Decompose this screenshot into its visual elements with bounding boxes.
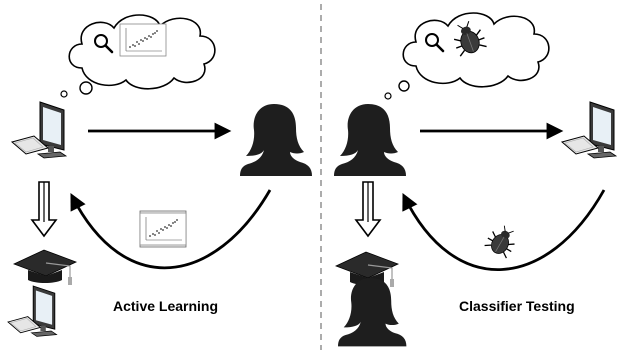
thought-bubble-tiny [60,90,68,98]
graduation-cap-icon [13,249,77,286]
return-arrow-icon [402,189,606,271]
down-arrow-icon [355,181,381,237]
computer-icon [7,285,58,337]
person-silhouette-icon [338,278,407,347]
caption-active-learning: Active Learning [113,298,219,314]
computer-icon [561,101,617,159]
thought-bubble-tiny [384,92,392,100]
down-arrow-icon [31,181,57,237]
person-silhouette-icon [334,104,406,176]
computer-icon [11,101,67,159]
person-silhouette-icon [240,104,312,176]
caption-classifier-testing: Classifier Testing [459,298,575,314]
scatter-plot-icon [119,23,167,57]
thought-bubble-small [79,81,93,95]
scatter-plot-icon [139,210,187,248]
bug-icon [482,221,522,260]
return-arrow-icon [70,189,272,270]
thought-bubble-small [398,80,410,92]
